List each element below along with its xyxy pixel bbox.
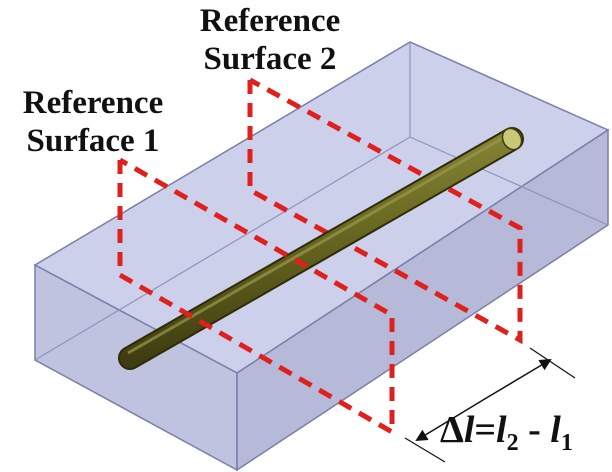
formula-l: l: [463, 409, 475, 451]
reference-surface-2-label-line1: Reference: [199, 3, 341, 39]
dimension-arrow-2: [487, 358, 552, 398]
formula-l2: l: [496, 409, 507, 451]
reference-surface-1-label-line1: Reference: [22, 85, 164, 121]
reference-surface-1-label: Reference Surface 1: [0, 84, 186, 160]
formula-l1: l: [550, 409, 561, 451]
length-difference-formula: Δl=l2 - l1: [440, 408, 573, 455]
reference-surface-2-label-line2: Surface 2: [203, 41, 337, 77]
reference-surface-1-label-line2: Surface 1: [26, 123, 160, 159]
formula-subscript-1: 1: [560, 430, 573, 456]
reference-surface-1: [117, 157, 395, 437]
reference-surface-2-label: Reference Surface 2: [170, 2, 370, 78]
formula-equals: =: [474, 409, 497, 451]
dimension-arrow-1: [415, 396, 489, 442]
rod-end-cap: [501, 127, 523, 151]
formula-delta: Δ: [440, 409, 464, 451]
dimension-extension-line-2: [529, 347, 576, 379]
dimension-extension-line-1: [404, 437, 446, 463]
formula-subscript-2: 2: [506, 430, 519, 456]
formula-minus: -: [518, 409, 551, 451]
